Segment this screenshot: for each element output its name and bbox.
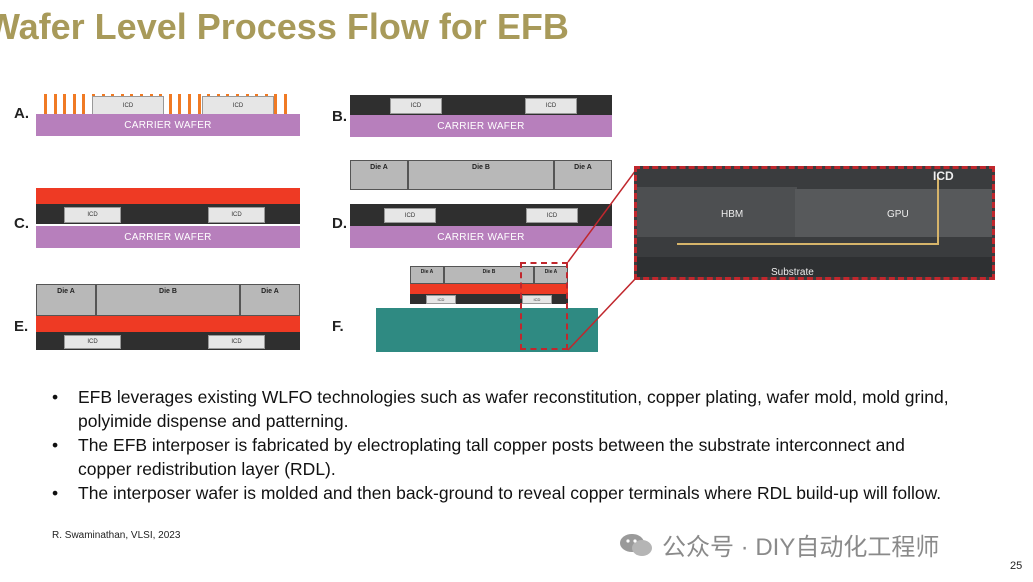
rdl-layer [36,188,300,204]
bullet-item: The EFB interposer is fabricated by elec… [52,433,952,481]
substrate [376,308,598,352]
bullet-item: EFB leverages existing WLFO technologies… [52,385,952,433]
bullet-item: The interposer wafer is molded and then … [52,481,952,505]
step-c-diagram: ICD ICD CARRIER WAFER [36,188,300,248]
copper-post [82,94,86,114]
page-number: 25 [1010,560,1023,572]
copper-post [274,94,278,114]
reference: R. Swaminathan, VLSI, 2023 [52,530,181,541]
bullet-list: EFB leverages existing WLFO technologies… [52,385,952,505]
icd-chip: ICD [208,207,265,223]
copper-post [284,94,287,114]
bridge-trace [677,243,939,245]
step-a-label: A. [14,105,29,122]
step-d-diagram: Die A Die B Die A ICD ICD CARRIER WAFER [350,160,612,248]
die-a: Die A [240,284,300,316]
page-title: Wafer Level Process Flow for EFB [0,6,569,47]
die-a: Die A [36,284,96,316]
carrier-wafer: CARRIER WAFER [350,226,612,248]
copper-post [197,94,201,114]
step-b-diagram: ICD ICD CARRIER WAFER [350,95,612,137]
connector-line [567,169,637,263]
zoom-cross-section: HBM GPU ICD Substrate [634,166,995,280]
copper-post [72,94,76,114]
icd-chip: ICD [208,335,265,349]
copper-post [188,94,191,114]
icd-label: ICD [933,169,954,183]
carrier-wafer: CARRIER WAFER [36,114,300,136]
hbm-die [637,187,797,237]
icd-chip: ICD [426,295,456,304]
gpu-label: GPU [887,209,909,220]
connector-line [567,277,637,351]
die-a: Die A [350,160,408,190]
icd-trace [937,177,939,245]
step-c-label: C. [14,215,29,232]
copper-post [168,94,172,114]
step-a-diagram: ICD ICD CARRIER WAFER [36,92,300,136]
step-f-diagram: Die A Die B Die A ICD ICD [376,266,598,352]
substrate-layer [637,257,992,277]
wechat-icon [620,533,652,556]
icd-chip: ICD [390,98,442,114]
copper-post [44,94,47,114]
copper-post [53,94,57,114]
step-e-diagram: Die A Die B Die A ICD ICD [36,284,300,354]
step-d-label: D. [332,215,347,232]
step-f-label: F. [332,318,344,335]
icd-chip: ICD [384,208,436,223]
icd-chip: ICD [526,208,578,223]
icd-chip: ICD [64,207,121,223]
gpu-die [795,189,992,237]
substrate-label: Substrate [771,267,814,278]
step-b-label: B. [332,108,347,125]
icd-chip: ICD [522,295,552,304]
die-a: Die A [554,160,612,190]
hbm-label: HBM [721,209,744,220]
carrier-wafer: CARRIER WAFER [36,226,300,248]
copper-post [63,94,67,114]
step-e-label: E. [14,318,29,335]
mold-layer [410,294,568,304]
carrier-wafer: CARRIER WAFER [350,115,612,137]
die-b: Die B [96,284,240,316]
icd-chip: ICD [525,98,577,114]
copper-post [178,94,182,114]
die-b: Die B [444,266,534,284]
watermark: 公众号 · DIY自动化工程师 [618,527,939,562]
die-b: Die B [408,160,554,190]
rdl-layer [410,284,568,294]
watermark-text: 公众号 · DIY自动化工程师 [662,534,940,561]
highlight-box [520,262,568,350]
die-a: Die A [410,266,444,284]
rdl-layer [36,316,300,332]
icd-chip: ICD [64,335,121,349]
